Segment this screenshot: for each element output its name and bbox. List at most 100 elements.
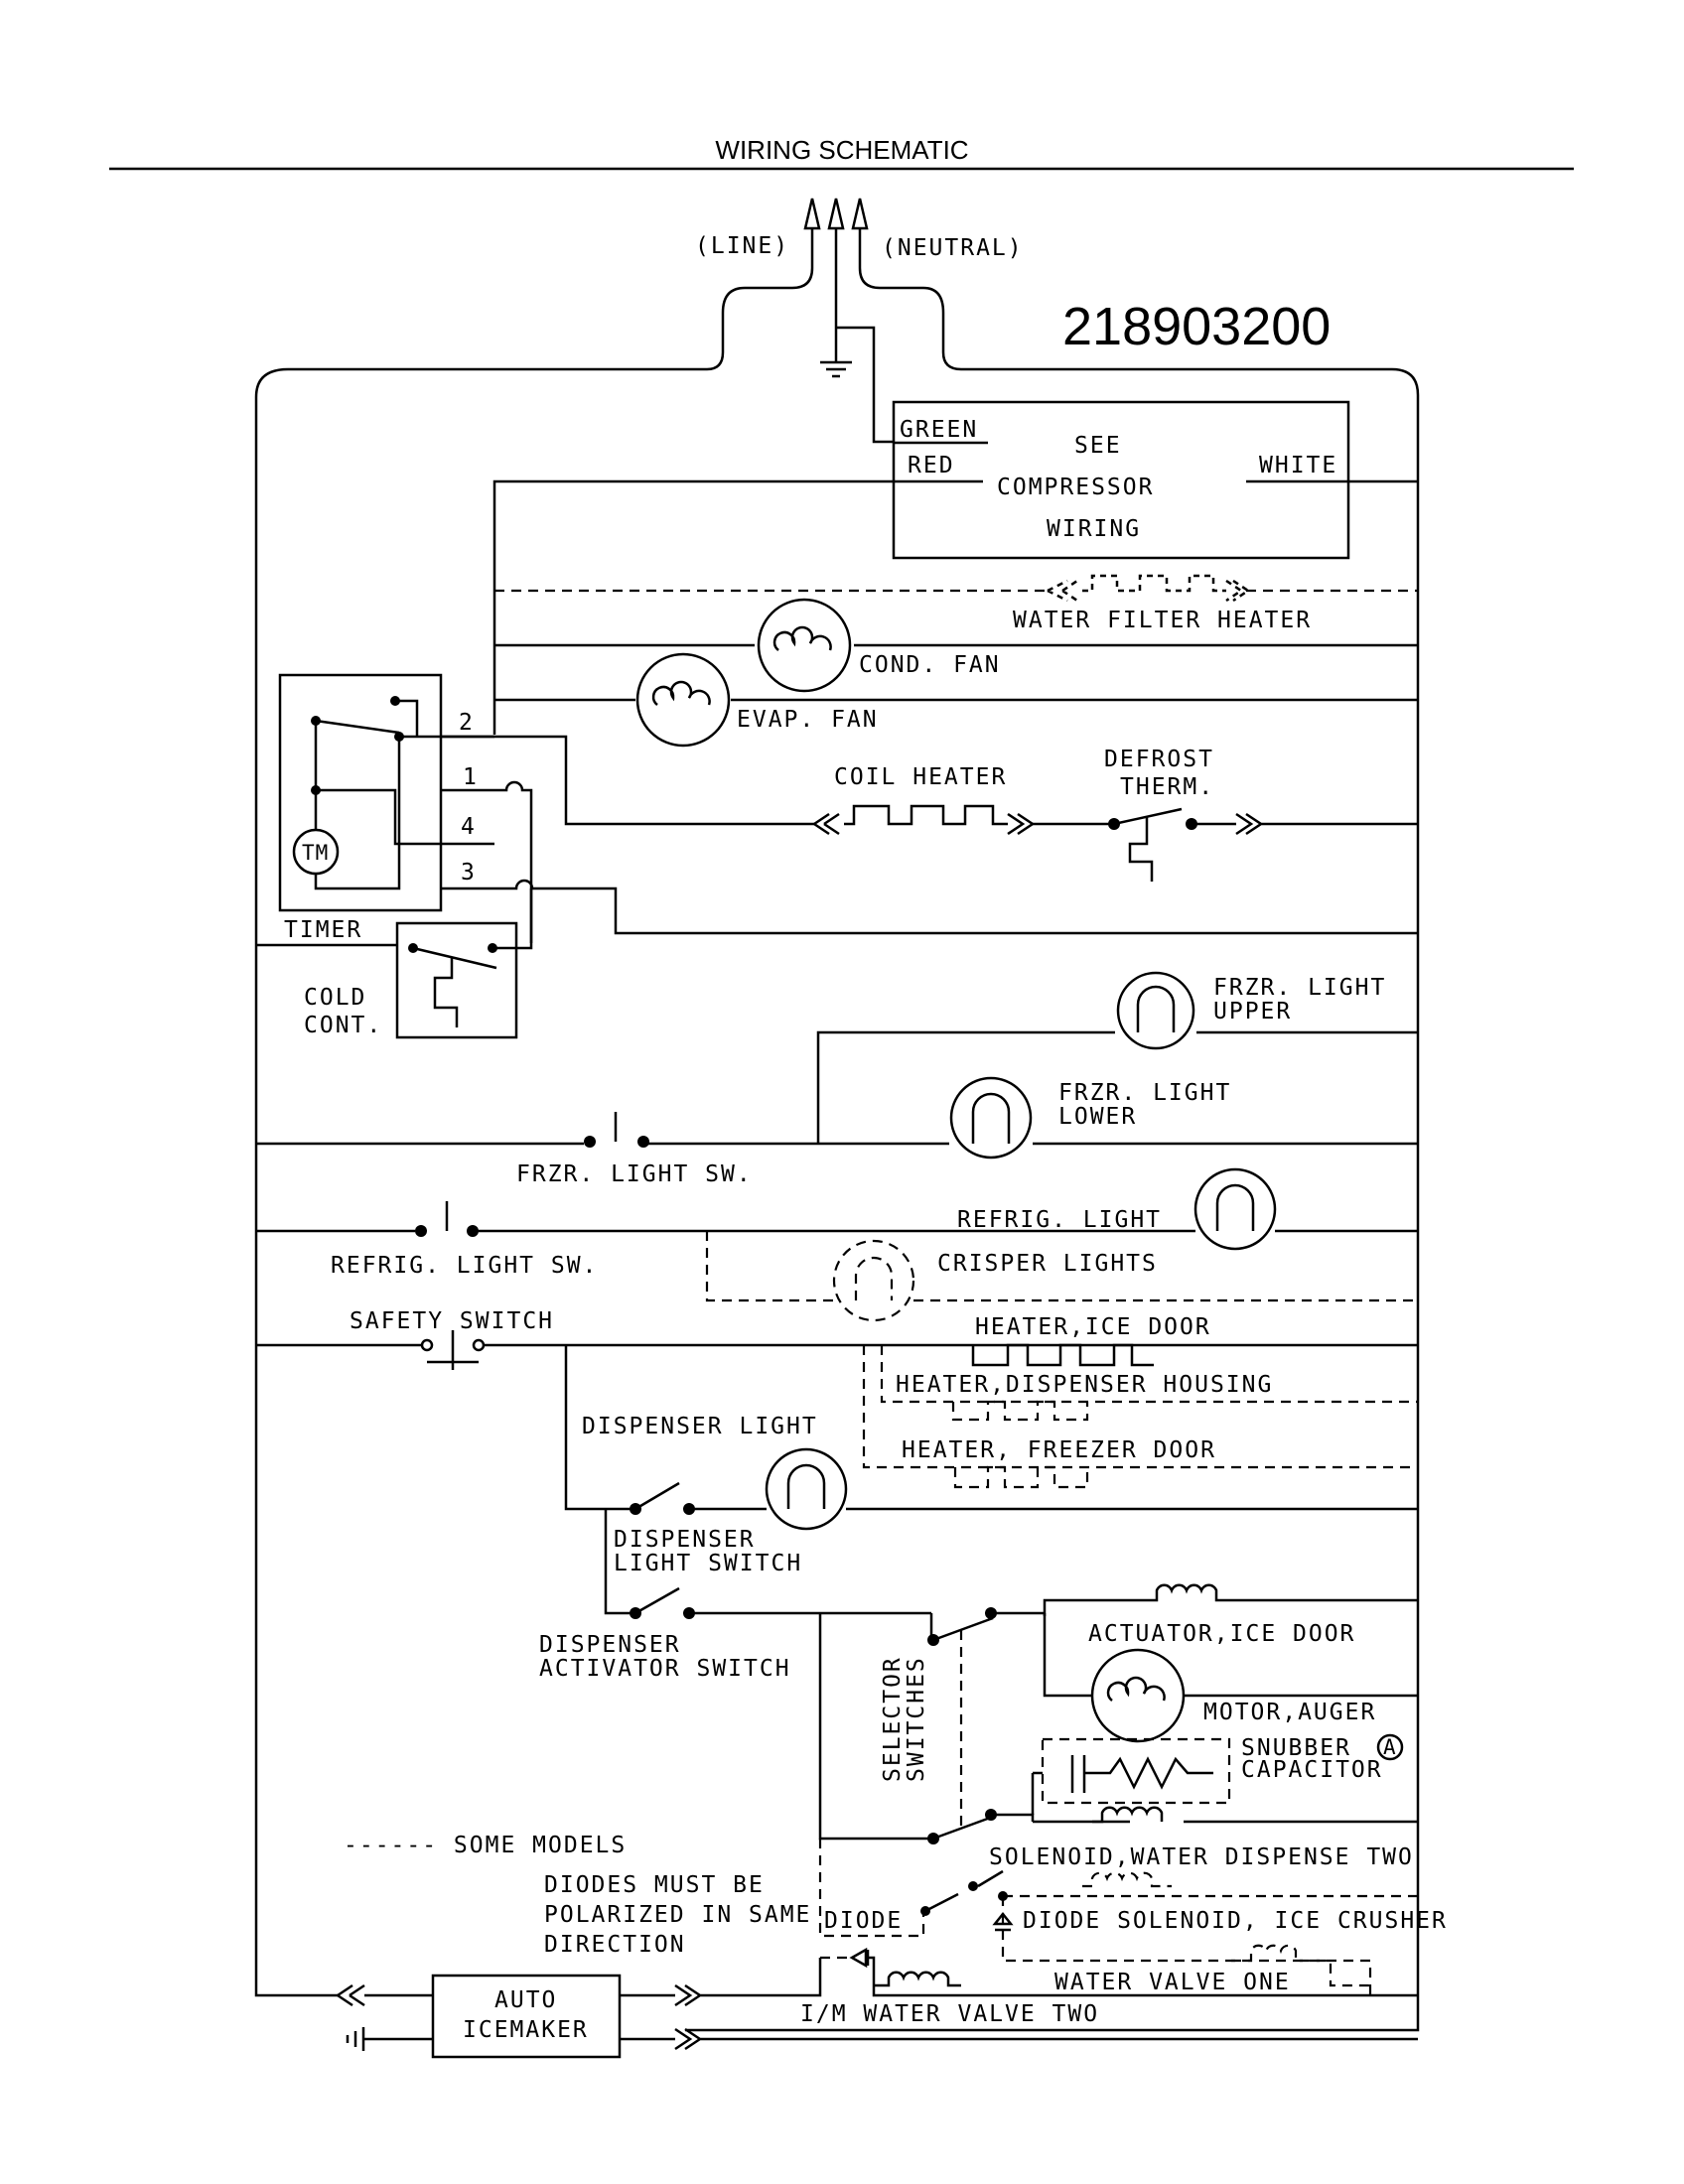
compressor-white-label: WHITE [1259, 453, 1337, 478]
compressor-red-wire [492, 479, 983, 591]
ground-symbol [820, 328, 852, 378]
heater-freezer-door-label: HEATER, FREEZER DOOR [902, 1437, 1216, 1463]
refrig-light-label: REFRIG. LIGHT [957, 1207, 1162, 1233]
heater-freezer-door-wire [862, 1345, 1418, 1469]
line-label: (LINE) [695, 233, 789, 259]
motor-auger-icon [1090, 1648, 1186, 1743]
timer-terminal-2-wire [441, 735, 814, 826]
water-filter-heater-symbol [1047, 574, 1251, 603]
selector-lower-switch-icon [927, 1809, 997, 1844]
heater-ice-door-symbol [971, 1343, 1154, 1367]
heater-dispenser-housing-label: HEATER,DISPENSER HOUSING [896, 1372, 1273, 1398]
dispenser-light-label: DISPENSER LIGHT [582, 1414, 818, 1439]
defrost-label-1: DEFROST [1104, 747, 1214, 772]
snubber-tap [1031, 1771, 1043, 1815]
frzr-light-lower-label-1: FRZR. LIGHT [1058, 1080, 1231, 1106]
auto-icemaker-box [431, 1974, 622, 2059]
cond-fan-motor-icon [757, 598, 852, 693]
refrig-light-switch-label: REFRIG. LIGHT SW. [331, 1253, 598, 1279]
defrost-thermostat-icon [1108, 807, 1197, 882]
snubber-capacitor-box [1041, 1737, 1231, 1805]
compressor-green-label: GREEN [900, 417, 978, 443]
compressor-compressor-label: COMPRESSOR [997, 475, 1154, 500]
dispenser-light-wire [564, 1345, 1418, 1511]
page-title: WIRING SCHEMATIC [715, 135, 968, 165]
frzr-light-lower-bulb-icon [949, 1076, 1033, 1160]
cold-control-box [395, 921, 518, 1039]
dispenser-activator-switch-icon [630, 1586, 695, 1619]
auto-icemaker-label-2: ICEMAKER [463, 2017, 589, 2043]
water-valve-one-diode [849, 1947, 870, 1969]
icemaker-ground-symbol [346, 2027, 365, 2051]
compressor-wiring-label: WIRING [1047, 516, 1141, 542]
timer-internal-wiring [311, 696, 494, 890]
actuator-ice-door-label: ACTUATOR,ICE DOOR [1088, 1621, 1355, 1647]
dispenser-light-switch-icon [630, 1481, 695, 1515]
solenoid-water-dispense-two-label: SOLENOID,WATER DISPENSE TWO [989, 1844, 1414, 1870]
dispenser-light-bulb-icon [765, 1447, 848, 1531]
dispenser-light-switch-label-1: DISPENSER [614, 1527, 756, 1553]
cold-control-switch-icon [408, 888, 533, 1027]
compressor-wiring-box [892, 400, 1350, 560]
dispenser-light-switch-label-2: LIGHT SWITCH [614, 1551, 802, 1576]
timer-box [278, 673, 443, 912]
refrig-light-switch-icon [415, 1201, 479, 1237]
polarized-note-2: POLARIZED IN SAME [544, 1902, 811, 1928]
power-plug-symbol [254, 198, 1420, 2032]
water-valve-one-wire [868, 1956, 1418, 1997]
heater-dispenser-housing-wire [880, 1345, 1418, 1404]
crisper-lights-wire [705, 1231, 1418, 1302]
dispense-selector-switch-icon [920, 1869, 1008, 1916]
dispenser-activator-wire [604, 1509, 820, 1615]
snubber-note-marker [1376, 1733, 1404, 1761]
evap-fan-motor-icon [635, 652, 731, 748]
water-valve-one-coil [874, 1971, 961, 1987]
crisper-lights-label: CRISPER LIGHTS [937, 1251, 1158, 1277]
ice-crusher-coil [1082, 1871, 1172, 1888]
timer-motor-label: TM [302, 841, 329, 865]
timer-terminal-1: 1 [463, 764, 479, 790]
heater-freezer-door-symbol [953, 1465, 1089, 1489]
timer-terminal-2: 2 [459, 710, 475, 736]
motor-auger-wire [1043, 1613, 1418, 1698]
frzr-light-upper-bulb-icon [1116, 971, 1195, 1050]
coil-heater-symbol [813, 804, 1036, 836]
safety-switch-icon [420, 1330, 486, 1370]
im-water-valve-two-label: I/M WATER VALVE TWO [800, 2001, 1099, 2027]
auto-icemaker-line-wire [337, 1983, 433, 2007]
diode-solenoid-ice-crusher-label: DIODE SOLENOID, ICE CRUSHER [1023, 1908, 1448, 1934]
cold-control-label-2: CONT. [304, 1013, 382, 1038]
snubber-note-letter: A [1383, 1735, 1397, 1759]
part-number: 218903200 [1062, 297, 1331, 356]
actuator-ice-door-wire [991, 1598, 1418, 1616]
water-filter-heater-label: WATER FILTER HEATER [1013, 608, 1312, 633]
polarized-note-3: DIRECTION [544, 1932, 686, 1958]
selector-switches-label-2: SWITCHES [904, 1656, 929, 1782]
crisper-lights-bulb-icon [832, 1239, 915, 1322]
auto-icemaker-out-wire [620, 1958, 822, 2007]
defrost-therm-wire [1033, 812, 1418, 836]
frzr-light-switch-icon [584, 1112, 649, 1148]
polarized-note-1: DIODES MUST BE [544, 1872, 765, 1898]
timer-label: TIMER [284, 917, 362, 943]
ice-crusher-diode [992, 1911, 1014, 1932]
heater-ice-door-label: HEATER,ICE DOOR [975, 1314, 1211, 1340]
timer-terminal-3: 3 [461, 860, 477, 886]
heater-dispenser-housing-symbol [951, 1400, 1089, 1422]
frzr-light-lower-label-2: LOWER [1058, 1104, 1137, 1130]
motor-auger-label: MOTOR,AUGER [1203, 1700, 1376, 1725]
actuator-ice-door-coil [1140, 1583, 1253, 1602]
dispenser-activator-label-1: DISPENSER [539, 1632, 681, 1658]
dispenser-activator-label-2: ACTIVATOR SWITCH [539, 1656, 791, 1682]
snubber-label-1: SNUBBER [1241, 1735, 1351, 1761]
refrig-light-bulb-icon [1193, 1167, 1277, 1251]
snubber-capacitor-icon [1070, 1755, 1213, 1793]
solenoid-water-dispense-two-coil [1092, 1806, 1164, 1824]
neutral-label: (NEUTRAL) [882, 235, 1024, 261]
cold-control-label-1: COLD [304, 985, 366, 1011]
frzr-light-upper-label-2: UPPER [1213, 999, 1292, 1024]
selector-switches-label-1: SELECTOR [880, 1656, 906, 1782]
water-valve-one-label: WATER VALVE ONE [1054, 1970, 1291, 1995]
compressor-see-label: SEE [1074, 433, 1122, 459]
